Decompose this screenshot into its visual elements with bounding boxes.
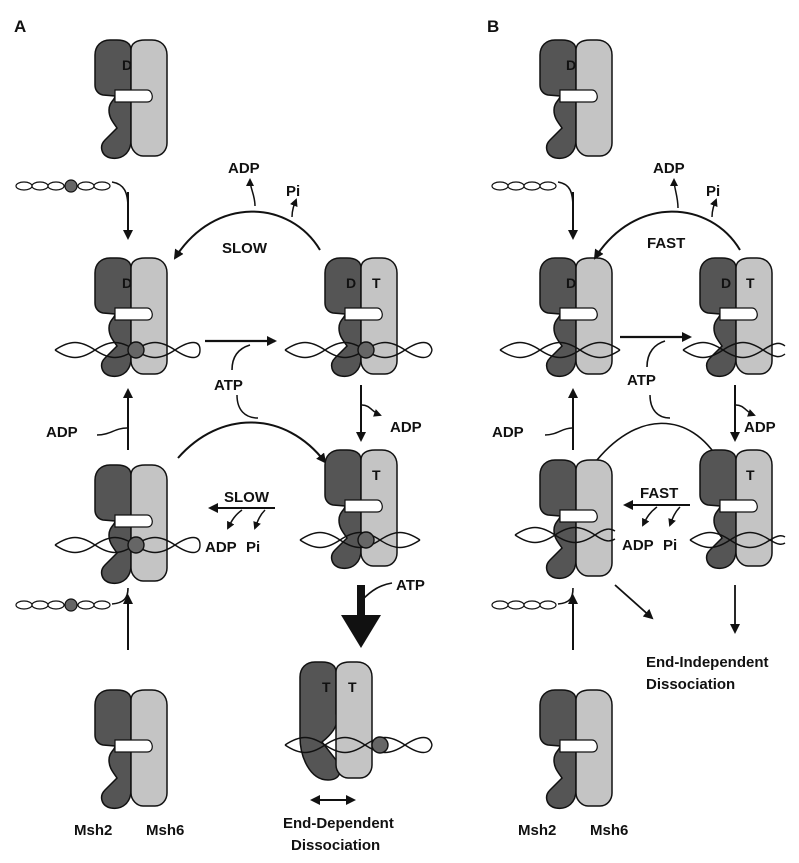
hydrolysis-rate-top-b: FAST <box>647 235 685 252</box>
atp-big-label-a: ATP <box>396 577 425 594</box>
lower-pi-out-b <box>668 506 681 527</box>
complex-state2-a <box>324 257 398 378</box>
outcome-line2-a: Dissociation <box>291 837 380 854</box>
lower-adp-label-a: ADP <box>205 539 237 556</box>
pi-release-label-a: Pi <box>286 183 300 200</box>
dna-fragment-top-a <box>15 179 111 193</box>
dna-helix-state1-a <box>54 341 201 359</box>
complex-state1-b <box>539 257 613 378</box>
adp-out-arrow-a <box>246 178 256 207</box>
atp-in-curve-b <box>646 340 666 368</box>
lower-pi-label-b: Pi <box>663 537 677 554</box>
complex-state3-a <box>324 449 398 570</box>
lower-adp-label-b: ADP <box>622 537 654 554</box>
nucleotide-state1-b: D <box>566 275 576 291</box>
atp-label-b: ATP <box>627 372 656 389</box>
lower-adp-out-a <box>227 509 243 530</box>
complex-bottom-free-b <box>539 689 613 810</box>
complex-state4-a <box>94 464 168 585</box>
hydrolysis-rate-top-a: SLOW <box>222 240 268 257</box>
adp-out-arrow-b <box>670 178 679 209</box>
nucleotide-final-a-right: T <box>348 679 357 695</box>
lower-rate-label-a: SLOW <box>224 489 270 506</box>
adp-in-curve-a <box>96 427 128 436</box>
complex-state2-b <box>699 257 773 378</box>
pi-release-label-b: Pi <box>706 183 720 200</box>
dna-fragment-bottom-a <box>15 598 111 612</box>
protein-msh6-label-a: Msh6 <box>146 822 184 839</box>
adp-release-label-b: ADP <box>653 160 685 177</box>
adp-release-label-a: ADP <box>228 160 260 177</box>
dna-fragment-top-b <box>491 181 557 191</box>
dna-fragment-bottom-b <box>491 600 557 610</box>
atp-in-curve-a <box>231 344 251 371</box>
nucleotide-state2-b-right: T <box>746 275 755 291</box>
outcome-line2-b: Dissociation <box>646 676 735 693</box>
adp-in-left-label-b: ADP <box>492 424 524 441</box>
complex-state3-b <box>699 449 773 570</box>
dna-helix-state4-a <box>54 536 201 554</box>
adp-out-right-arrow-b <box>735 404 756 417</box>
dna-join-bottom-curve-a <box>111 587 129 605</box>
nucleotide-state1-a: D <box>122 275 132 291</box>
dna-helix-state1-b <box>499 341 621 359</box>
nucleotide-final-a-left: T <box>322 679 331 695</box>
lower-pi-label-a: Pi <box>246 539 260 556</box>
arrow-atp-arc-a <box>177 421 327 464</box>
nucleotide-top-b: D <box>566 57 576 73</box>
pi-out-arrow-a <box>290 198 298 218</box>
atp-big-in-curve-a <box>361 582 393 601</box>
nucleotide-state2-a-left: D <box>346 275 356 291</box>
adp-out-right-arrow-a <box>361 404 382 417</box>
dna-join-bottom-curve-b <box>557 587 574 605</box>
complex-final-a <box>299 661 373 781</box>
nucleotide-state2-b-left: D <box>721 275 731 291</box>
dna-helix-state2-b <box>682 341 786 359</box>
arrow-release-arc-a <box>173 210 321 260</box>
atp-in-arc-curve-a <box>236 394 259 419</box>
complex-top-free-a <box>94 39 168 160</box>
big-arrow-head-a <box>341 615 381 648</box>
nucleotide-state3-a: T <box>372 467 381 483</box>
outcome-line1-b: End-Independent <box>646 654 769 671</box>
dna-helix-final-a <box>284 736 433 754</box>
adp-out-right-label-a: ADP <box>390 419 422 436</box>
dna-helix-state3-b <box>689 531 786 549</box>
protein-msh6-label-b: Msh6 <box>590 822 628 839</box>
adp-in-left-label-a: ADP <box>46 424 78 441</box>
nucleotide-state3-b: T <box>746 467 755 483</box>
adp-out-right-label-b: ADP <box>744 419 776 436</box>
dna-join-curve-b <box>557 181 574 209</box>
dna-helix-state3-a <box>299 531 421 549</box>
atp-label-a: ATP <box>214 377 243 394</box>
lower-rate-label-b: FAST <box>640 485 678 502</box>
protein-msh2-label-a: Msh2 <box>74 822 112 839</box>
outcome-line1-a: End-Dependent <box>283 815 394 832</box>
panel-b-label: B <box>487 17 499 36</box>
complex-top-free-b <box>539 39 613 160</box>
complex-bottom-free-a <box>94 689 168 810</box>
complex-state4-b <box>539 459 613 580</box>
nucleotide-top-a: D <box>122 57 132 73</box>
arrow-state4-dissociate-b <box>614 584 654 620</box>
dna-join-curve-a <box>111 181 129 209</box>
dna-helix-state4-b <box>514 526 616 544</box>
nucleotide-state2-a-right: T <box>372 275 381 291</box>
pi-out-arrow-b <box>710 198 718 218</box>
atp-in-arc-curve-b <box>649 394 671 419</box>
protein-msh2-label-b: Msh2 <box>518 822 556 839</box>
arrow-release-arc-b <box>593 210 741 260</box>
lower-adp-out-b <box>642 506 658 527</box>
adp-in-curve-b <box>544 427 573 436</box>
arrow-atp-arc-b <box>592 422 722 466</box>
lower-pi-out-a <box>253 509 266 530</box>
dna-helix-state2-a <box>284 341 433 359</box>
panel-a-label: A <box>14 17 26 36</box>
